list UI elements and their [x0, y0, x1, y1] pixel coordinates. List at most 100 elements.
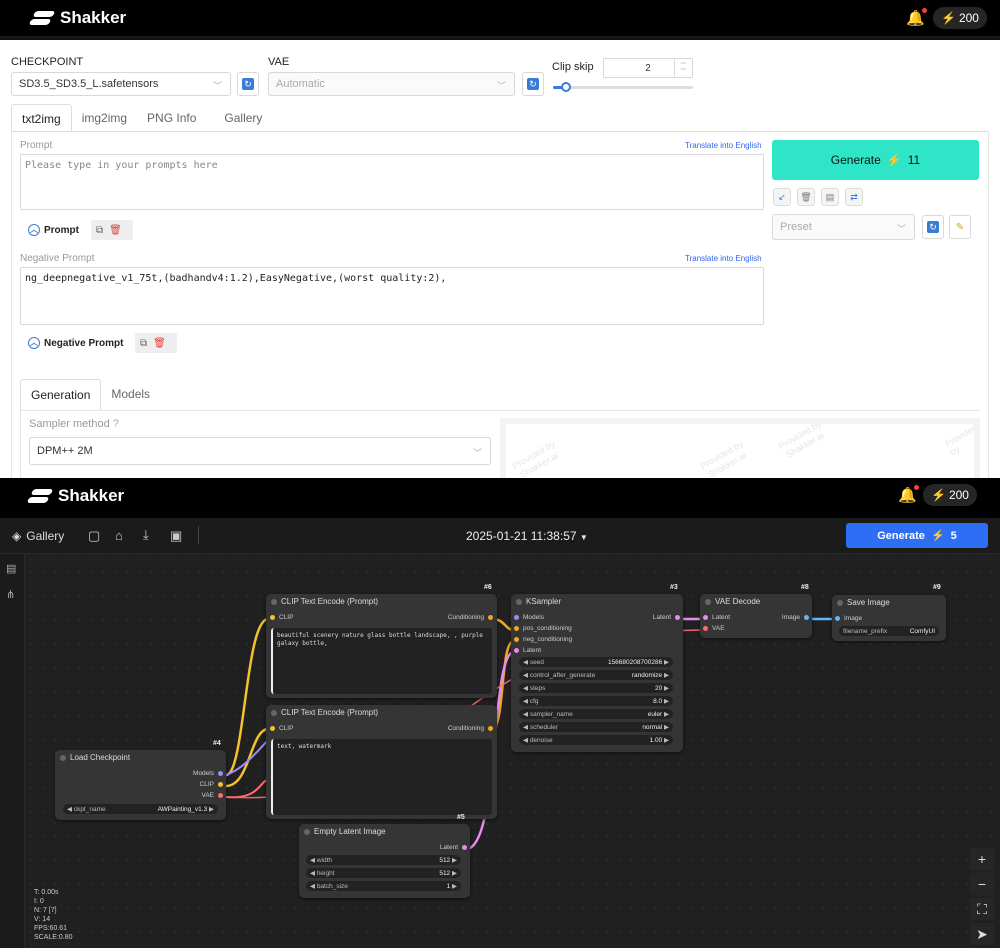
clip-skip-input[interactable]: 2︿﹀: [603, 58, 693, 78]
stepper-icon[interactable]: ︿﹀: [674, 59, 692, 77]
tree-icon[interactable]: ⋔: [6, 589, 16, 601]
prompt-textarea[interactable]: Please type in your prompts here: [20, 154, 764, 210]
credits-badge[interactable]: ⚡200: [933, 7, 987, 29]
checkpoint-label: CHECKPOINT: [11, 56, 84, 68]
models-output-port[interactable]: Models: [193, 770, 223, 777]
vae-input-port[interactable]: VAE: [703, 625, 725, 632]
tab-txt2img[interactable]: txt2img: [11, 104, 72, 132]
conditioning-output-port[interactable]: Conditioning: [448, 725, 493, 732]
prompt-text[interactable]: beautiful scenery nature glass bottle la…: [271, 628, 492, 694]
note-icon[interactable]: ▤: [821, 188, 839, 206]
conditioning-output-port[interactable]: Conditioning: [448, 614, 493, 621]
copy-icon[interactable]: ⧉: [96, 224, 104, 236]
negative-prompt-actions: ⧉🗑: [135, 333, 177, 353]
logo-icon: [34, 11, 56, 25]
negative-prompt-textarea[interactable]: ng_deepnegative_v1_75t,(badhandv4:1.2),E…: [20, 267, 764, 325]
vae-output-port[interactable]: VAE: [201, 792, 223, 799]
translate-negative-link[interactable]: Translate into English: [685, 254, 762, 263]
image-output-port[interactable]: Image: [782, 614, 809, 621]
checkpoint-refresh-button[interactable]: ↻: [237, 72, 259, 96]
folder-icon[interactable]: ⌂: [115, 528, 123, 543]
tab-generation[interactable]: Generation: [20, 379, 102, 411]
save-icon[interactable]: ▣: [170, 528, 183, 543]
preset-save-button[interactable]: ✎: [949, 215, 971, 239]
trash-icon[interactable]: 🗑: [153, 337, 166, 349]
clip-text-encode-negative-node[interactable]: CLIP Text Encode (Prompt) CLIP Condition…: [266, 705, 497, 819]
prompt-toggle[interactable]: ︿Prompt: [28, 224, 79, 236]
main-tabs: txt2img img2img PNG Info Gallery: [11, 104, 272, 132]
translate-prompt-link[interactable]: Translate into English: [685, 141, 762, 150]
clip-input-port[interactable]: CLIP: [270, 725, 293, 732]
preset-refresh-button[interactable]: ↻: [922, 215, 944, 239]
tab-models[interactable]: Models: [111, 387, 151, 401]
navigate-icon[interactable]: ➤: [970, 923, 994, 945]
models-input-port[interactable]: Models: [514, 614, 544, 621]
zoom-in-icon[interactable]: +: [970, 848, 994, 870]
credits-badge[interactable]: ⚡200: [923, 484, 977, 506]
gallery-button[interactable]: ◈Gallery: [12, 529, 65, 543]
image-preview-area: Provided by Shakker.ai Provided by Shakk…: [500, 418, 980, 478]
vae-decode-node[interactable]: VAE Decode Latent VAE Image: [700, 594, 812, 638]
divider: [198, 526, 199, 544]
vae-refresh-button[interactable]: ↻: [522, 72, 544, 96]
load-checkpoint-node[interactable]: Load Checkpoint Models CLIP VAE ◀ ckpt_n…: [55, 750, 226, 820]
workflow-date-select[interactable]: 2025-01-21 11:38:57 ▼: [466, 529, 588, 543]
clip-text-encode-node[interactable]: CLIP Text Encode (Prompt) CLIP Condition…: [266, 594, 497, 698]
tab-img2img[interactable]: img2img: [81, 111, 128, 125]
new-file-icon[interactable]: ▢: [88, 528, 101, 543]
help-icon[interactable]: ?: [112, 418, 119, 430]
zoom-out-icon[interactable]: −: [970, 873, 994, 895]
shakker-logo[interactable]: Shakker: [32, 486, 124, 506]
bell-icon[interactable]: 🔔: [906, 8, 927, 27]
latent-input-port[interactable]: Latent: [514, 647, 541, 654]
ksampler-node[interactable]: KSampler Models pos_conditioning neg_con…: [511, 594, 683, 752]
vae-select[interactable]: Automatic﹀: [268, 72, 515, 96]
latent-input-port[interactable]: Latent: [703, 614, 730, 621]
comfy-generate-button[interactable]: Generate⚡5: [846, 523, 988, 548]
clip-input-port[interactable]: CLIP: [270, 614, 293, 621]
trash-icon[interactable]: 🗑: [109, 224, 122, 236]
list-icon[interactable]: ▤: [6, 563, 17, 575]
tab-png-info[interactable]: PNG Info: [147, 111, 197, 125]
fit-view-icon[interactable]: ⛶: [970, 898, 994, 920]
swap-icon[interactable]: ⇄: [845, 188, 863, 206]
generate-button[interactable]: Generate⚡11: [772, 140, 979, 180]
node-title: Save Image: [832, 595, 946, 611]
latent-output-port[interactable]: Latent: [440, 844, 467, 851]
checkpoint-select[interactable]: SD3.5_SD3.5_L.safetensors﹀: [11, 72, 231, 96]
tab-gallery[interactable]: Gallery: [224, 111, 263, 125]
slider-handle[interactable]: [561, 82, 571, 92]
copy-icon[interactable]: ⧉: [140, 337, 148, 349]
download-icon[interactable]: ⤓: [143, 527, 149, 542]
image-input-port[interactable]: Image: [835, 615, 862, 622]
sampler-select[interactable]: DPM++ 2M﹀: [29, 437, 491, 465]
clip-output-port[interactable]: CLIP: [200, 781, 223, 788]
arrow-icon[interactable]: ↙: [773, 188, 791, 206]
latent-output-port[interactable]: Latent: [653, 614, 680, 621]
shakker-logo[interactable]: Shakker: [34, 8, 126, 28]
negative-text[interactable]: text, watermark: [271, 739, 492, 815]
preset-select[interactable]: Preset﹀: [772, 214, 915, 240]
chevron-up-icon: ︿: [28, 337, 40, 349]
negative-prompt-toggle[interactable]: ︿Negative Prompt: [28, 337, 124, 349]
vae-label: VAE: [268, 56, 290, 68]
bell-icon[interactable]: 🔔: [898, 485, 919, 504]
clip-skip-slider[interactable]: [553, 82, 693, 92]
neg-conditioning-port[interactable]: neg_conditioning: [514, 636, 572, 643]
pos-conditioning-port[interactable]: pos_conditioning: [514, 625, 572, 632]
trash-icon[interactable]: 🗑: [797, 188, 815, 206]
